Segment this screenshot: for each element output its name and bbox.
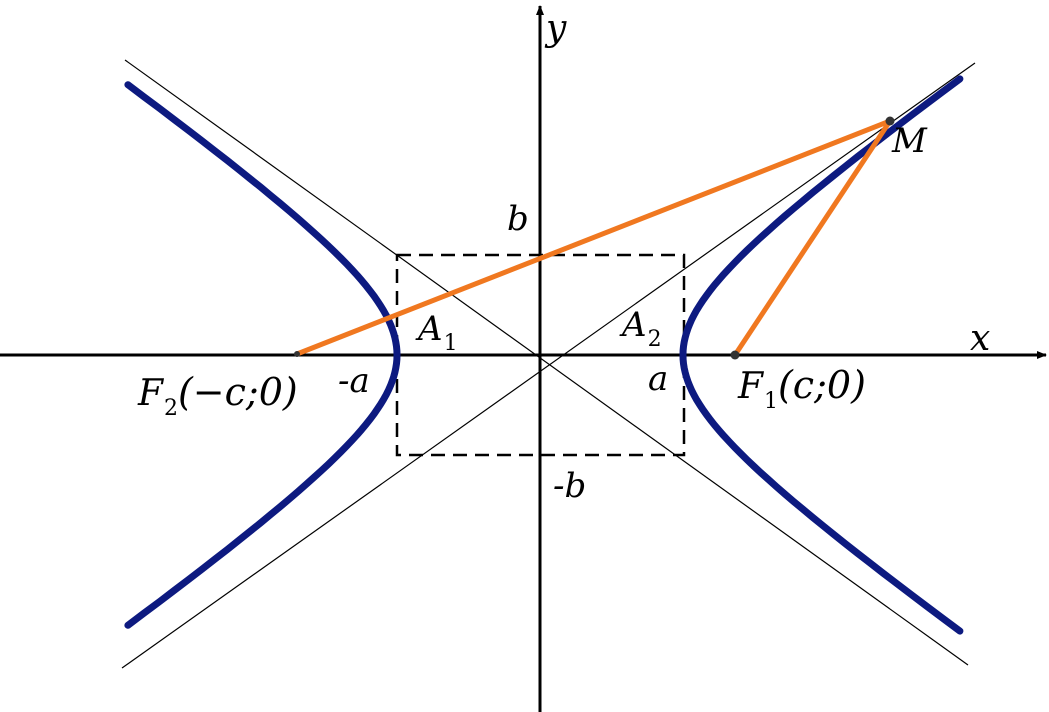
point-m xyxy=(885,116,895,126)
asymptote-descending xyxy=(124,59,969,666)
y-axis-label: y xyxy=(544,8,567,49)
focus-f1-point xyxy=(730,350,740,360)
vertex-a1-label: A1 xyxy=(415,309,458,356)
focal-line-f2-m xyxy=(296,118,891,357)
hyperbola-left-branch xyxy=(124,81,401,629)
focus-f2-point xyxy=(294,351,300,357)
focus-f2-label: F2(−c;0) xyxy=(137,370,298,421)
focal-line-f1-m xyxy=(732,119,893,357)
focus-f1-label: F1(c;0) xyxy=(737,363,866,414)
vertex-a2-label: A2 xyxy=(619,305,662,352)
hyperbola-right-branch xyxy=(679,75,964,635)
x-axis-label: x xyxy=(970,318,990,359)
b-negative-label: -b xyxy=(553,466,586,506)
a-negative-label: -a xyxy=(338,361,370,401)
point-m-label: M xyxy=(891,121,928,161)
asymptote-ascending xyxy=(121,62,976,669)
a-positive-label: a xyxy=(648,359,668,399)
b-positive-label: b xyxy=(507,199,529,239)
